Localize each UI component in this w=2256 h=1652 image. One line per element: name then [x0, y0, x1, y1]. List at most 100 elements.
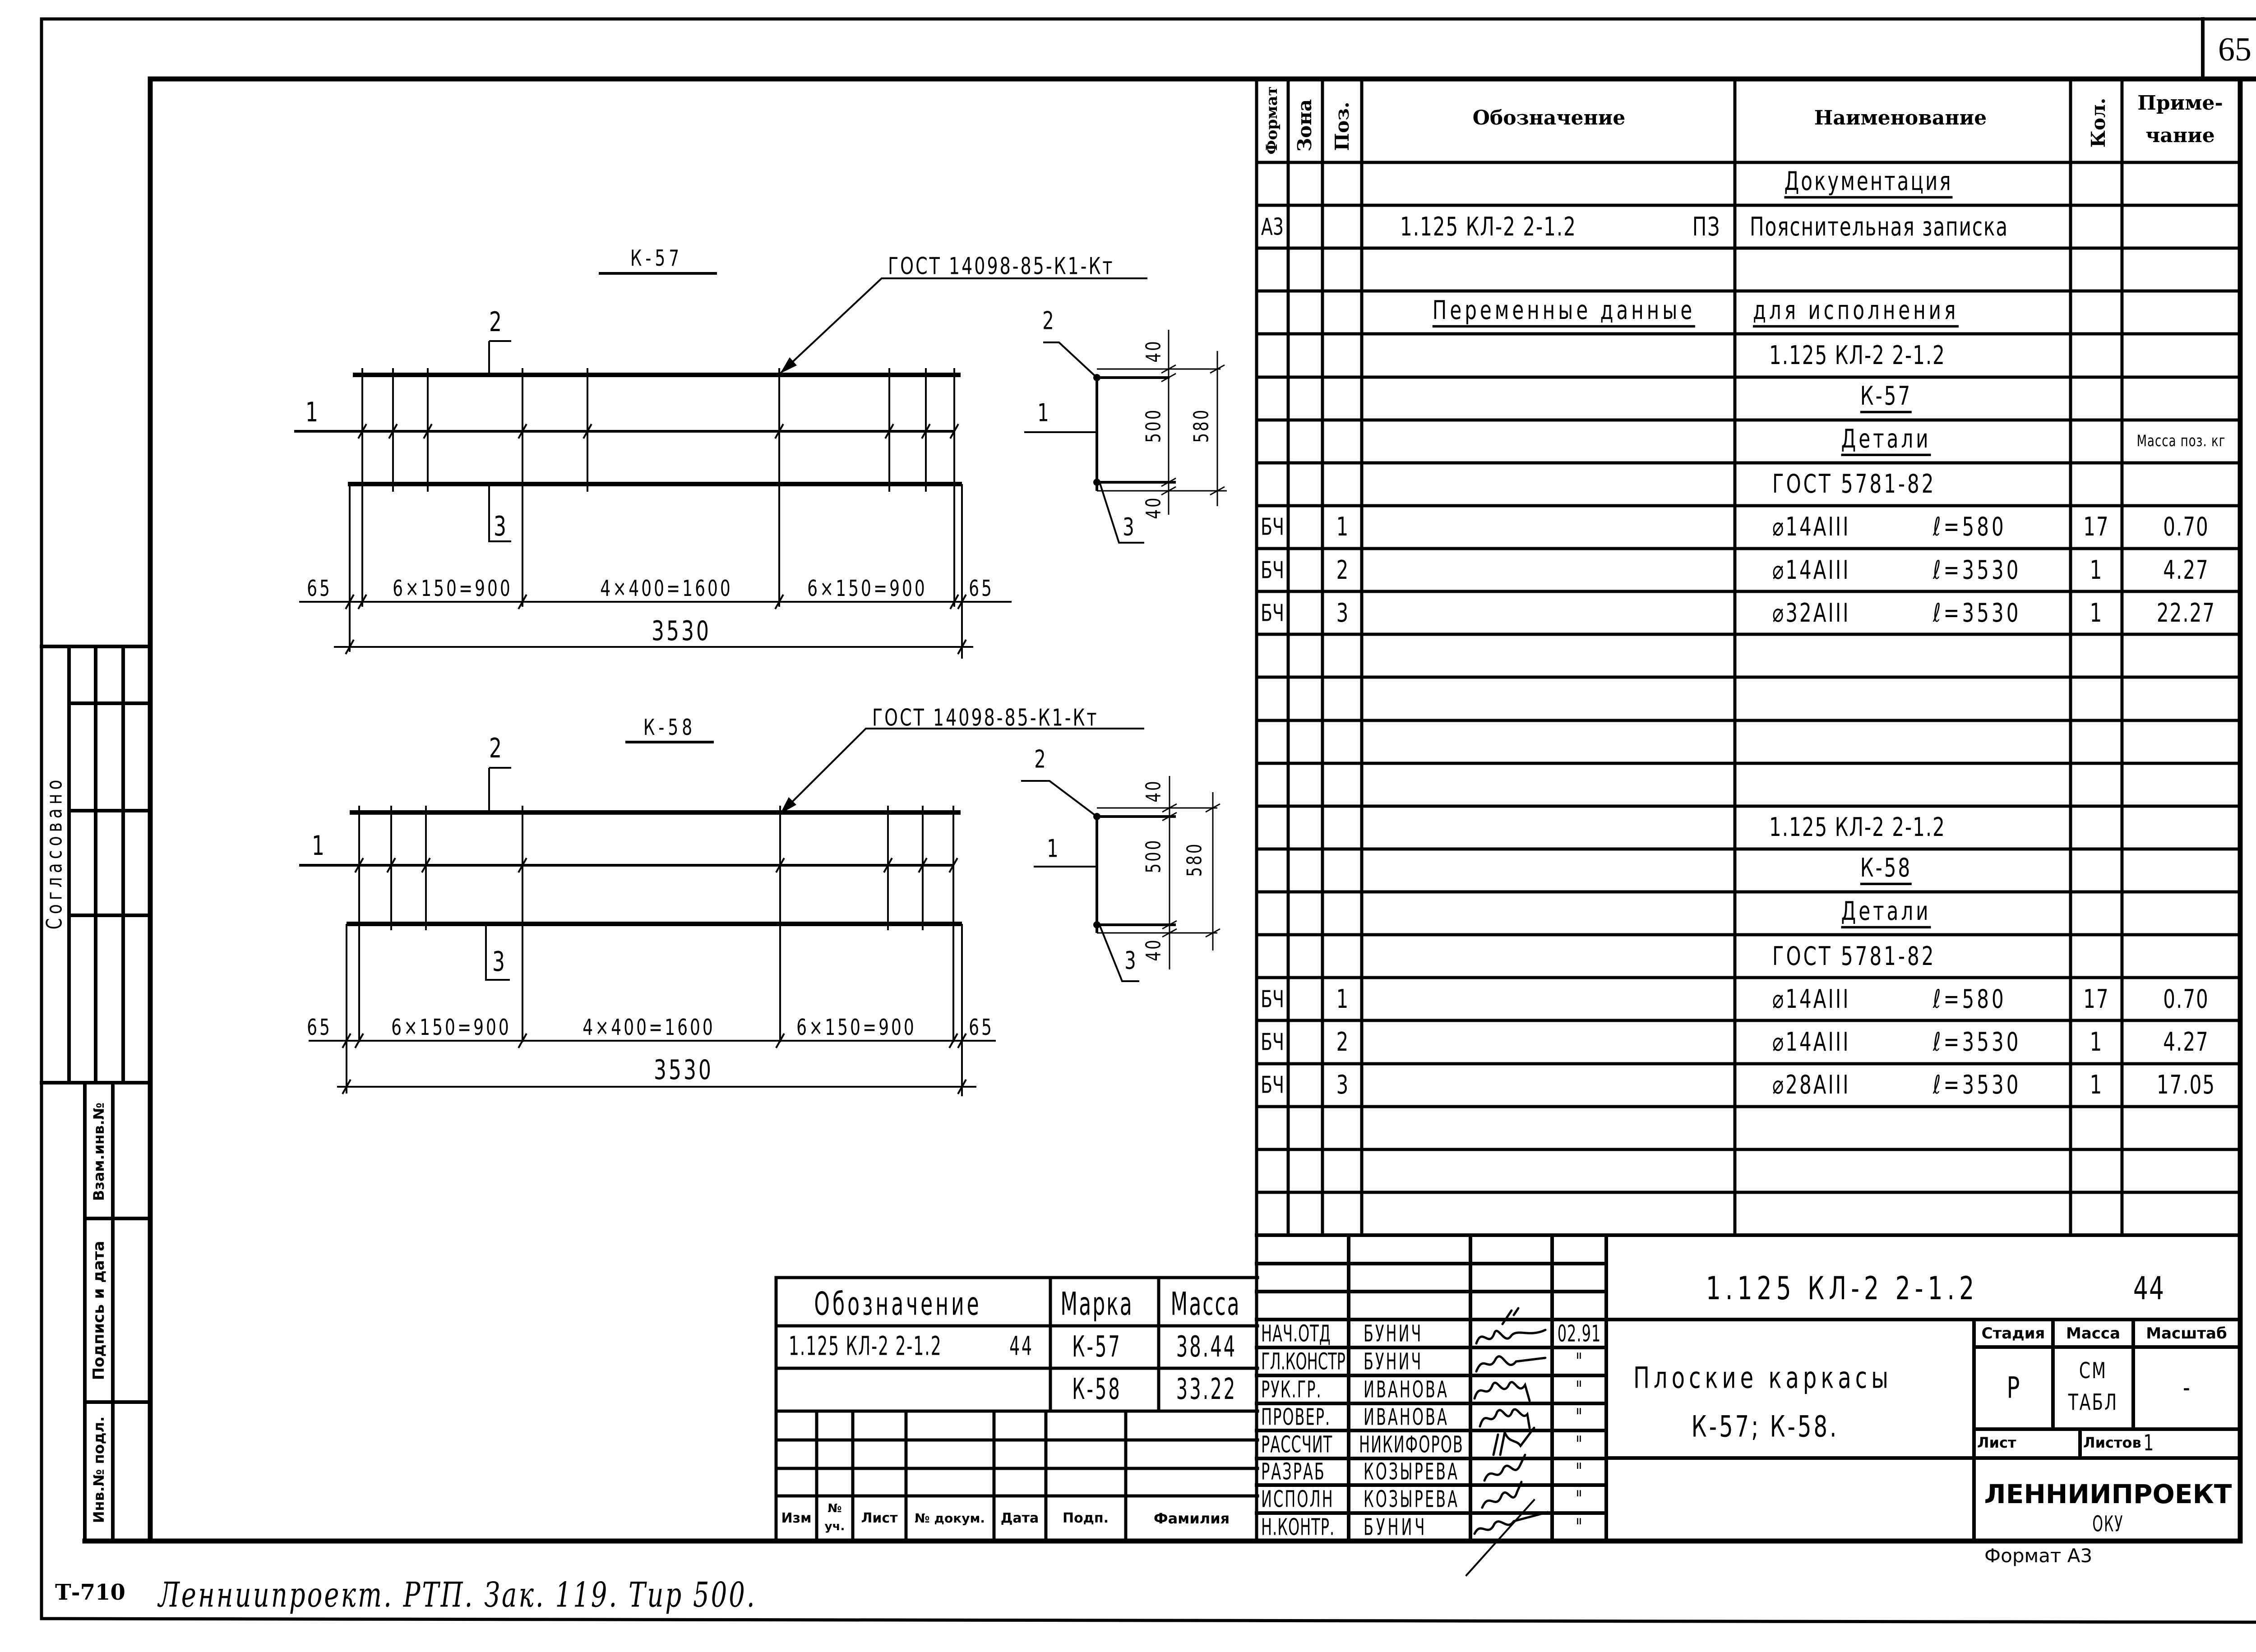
title-name-line2: К-57; К-58. — [1691, 1410, 1839, 1444]
signature-date: " — [1576, 1458, 1583, 1486]
k58-section-pos-top: 2 — [1034, 745, 1046, 774]
k57-transverse-bars — [349, 368, 963, 659]
signature-scribble — [1475, 1307, 1547, 1345]
sheets-label: Листов — [2083, 1434, 2141, 1451]
spec-cell-note: 4.27 — [2163, 555, 2209, 585]
signature-scribble — [1473, 1511, 1549, 1535]
k57-pos-middle-label: 1 — [305, 397, 318, 428]
spec-cell-format: БЧ — [1260, 1029, 1285, 1056]
scale-label: Масштаб — [2146, 1324, 2227, 1343]
spec-cell-note: 4.27 — [2163, 1027, 2209, 1057]
rev-header-count-line1: № — [828, 1502, 842, 1515]
spec-section-heading: К-58 — [1860, 855, 1912, 886]
signature-role: РАССЧИТ — [1261, 1431, 1333, 1458]
k58-dimension-lines — [309, 1040, 996, 1088]
k58-weld-arrowhead — [780, 797, 796, 814]
stage-label: Стадия — [1981, 1324, 2045, 1343]
spec-cell-pos: 1 — [1336, 984, 1349, 1014]
signature-role: ПРОВЕР. — [1261, 1403, 1331, 1431]
rev-header-signature: Подп. — [1062, 1510, 1109, 1526]
k58-rod-top-bottom — [347, 810, 962, 926]
k57-dim-overall: 3530 — [652, 615, 711, 647]
signature-name: КОЗЫРЕВА — [1364, 1485, 1460, 1513]
signature-scribble — [1481, 1481, 1523, 1509]
spec-cell-name: 1.125 КЛ-2 2-1.2 — [1769, 340, 1946, 370]
signature-name: НИКИФОРОВ — [1359, 1431, 1464, 1458]
signature-role: НАЧ.ОТД — [1261, 1320, 1331, 1347]
k57-title: К-57 — [630, 246, 683, 271]
spec-header-qty: Кол. — [2087, 97, 2109, 148]
k57-section-dim-cover-bottom: 40 — [1142, 496, 1165, 519]
spec-cell-qty: 1 — [2090, 555, 2103, 585]
signature-name: БУНИЧ — [1364, 1347, 1423, 1375]
k58-section-drawing — [1021, 776, 1220, 982]
spec-header-designation: Обозначение — [1472, 106, 1626, 129]
signature-scribble — [1483, 1454, 1526, 1482]
spec-header-note-line1: Приме- — [2137, 92, 2223, 115]
k57-section-leaders — [1024, 341, 1144, 544]
mass-row-designation: 1.125 КЛ-2 2-1.2 — [789, 1332, 942, 1361]
mass-header-mass: Масса — [1170, 1286, 1241, 1323]
spec-cell-pos: 3 — [1336, 598, 1349, 628]
spec-cell-name: ⌀14АIII — [1772, 1027, 1850, 1057]
signature-name: БУНИЧ — [1364, 1513, 1428, 1541]
signature-role: ГЛ.КОНСТР — [1261, 1347, 1345, 1375]
k58-weld-note: ГОСТ 14098-85-К1-Кт — [872, 704, 1099, 731]
mass-header-mark: Марка — [1060, 1286, 1133, 1323]
department-name: ОКУ — [2092, 1512, 2124, 1537]
k57-dim-end-right: 65 — [969, 576, 994, 601]
spec-cell-qty: 1 — [2090, 1070, 2103, 1100]
rev-header-sheet: Лист — [861, 1510, 898, 1526]
k57-pos-top-label: 2 — [489, 306, 502, 338]
spec-cell-length: ℓ=3530 — [1933, 555, 2021, 585]
mass-header-designation: Обозначение — [814, 1286, 982, 1323]
k57-section-dim-inner: 500 — [1142, 408, 1165, 443]
spec-cell-note: 17.05 — [2156, 1070, 2216, 1100]
spec-cell-note: 0.70 — [2163, 984, 2209, 1014]
signature-role: Н.КОНТР. — [1261, 1513, 1335, 1541]
spec-cell-format: БЧ — [1260, 513, 1285, 540]
k58-pos-middle-label: 1 — [312, 830, 324, 862]
k58-section-pos-middle: 1 — [1047, 835, 1059, 863]
k57-dim-span-middle: 4×400=1600 — [600, 576, 733, 601]
signature-scribble — [1475, 1355, 1547, 1373]
organization-name: ЛЕННИИПРОЕКТ — [1984, 1479, 2232, 1509]
k58-weld-leader — [779, 728, 1144, 815]
spec-section-heading: Детали — [1841, 426, 1931, 457]
signature-role: РУК.ГР. — [1261, 1375, 1322, 1403]
spec-cell-pos: 3 — [1336, 1070, 1349, 1100]
spec-cell-name: ГОСТ 5781-82 — [1772, 941, 1936, 971]
k58-section-pos-bottom: 3 — [1124, 946, 1136, 975]
spec-cell-name: ГОСТ 5781-82 — [1772, 469, 1936, 499]
k58-dim-overall: 3530 — [654, 1054, 713, 1086]
spec-cell-name: 1.125 КЛ-2 2-1.2 — [1769, 812, 1946, 842]
k58-dim-span-left: 6×150=900 — [391, 1015, 511, 1040]
spec-cell-name: ⌀14АIII — [1772, 555, 1850, 585]
spec-cell-note: Масса поз. кг — [2136, 432, 2226, 451]
title-sheet-code: 44 — [2133, 1270, 2165, 1307]
k58-section-bars — [1096, 815, 1176, 933]
k57-dim-span-left: 6×150=900 — [393, 576, 513, 601]
k57-dim-span-right: 6×150=900 — [807, 576, 927, 601]
signature-date: " — [1576, 1375, 1583, 1403]
sheet-label: Лист — [1977, 1434, 2016, 1451]
mass-value-line2: ТАБЛ — [2068, 1390, 2118, 1415]
rev-header-count-line2: уч. — [824, 1520, 845, 1533]
mass-label: Масса — [2066, 1324, 2121, 1343]
title-name-line1: Плоские каркасы — [1633, 1361, 1893, 1395]
mass-row-sheet: 44 — [1009, 1332, 1034, 1361]
format-label: Формат А3 — [1984, 1545, 2093, 1567]
signature-name: БУНИЧ — [1364, 1320, 1423, 1347]
k58-dim-span-middle: 4×400=1600 — [582, 1015, 715, 1040]
k57-section-pos-bottom: 3 — [1123, 513, 1134, 542]
k57-weld-leader — [779, 277, 1147, 374]
k58-dim-end-right: 65 — [969, 1015, 994, 1040]
signature-date: " — [1576, 1347, 1583, 1375]
k58-pos-bottom-label: 3 — [492, 946, 505, 978]
spec-header-name: Наименование — [1814, 106, 1987, 129]
spec-cell-pos: 2 — [1336, 555, 1349, 585]
signature-scribble — [1492, 1426, 1535, 1456]
signatures — [1473, 1307, 1549, 1535]
k58-dim-end-left: 65 — [307, 1015, 332, 1040]
rev-header-date: Дата — [1000, 1510, 1039, 1526]
